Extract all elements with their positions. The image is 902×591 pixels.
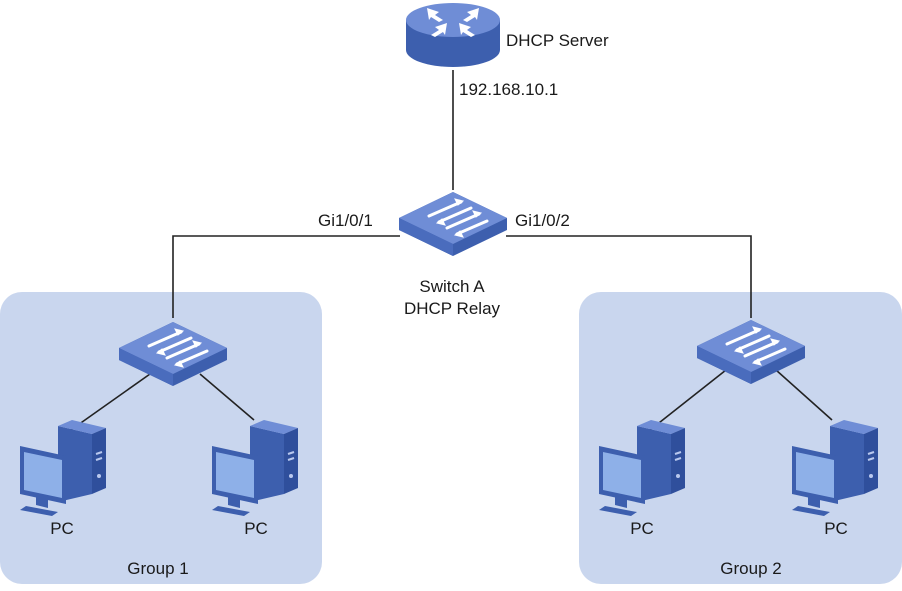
router-icon [406,3,500,67]
connection-lines [67,70,833,433]
link-switch-a-group-2 [506,235,752,318]
group-1-pc-1-label: PC [50,519,74,538]
switch-a-name: Switch A [419,277,485,296]
link-g1-switch-pc2 [199,373,255,421]
server-ip: 192.168.10.1 [459,80,558,99]
group-1-pc-2-label: PC [244,519,268,538]
group-2-label: Group 2 [720,559,781,578]
switch-a-role: DHCP Relay [404,299,501,318]
link-g2-switch-pc1 [649,369,727,431]
group-1-label: Group 1 [127,559,188,578]
link-switch-a-group-1 [172,235,400,318]
port-gi1-0-1-label: Gi1/0/1 [318,211,373,230]
group-2-pc-1-label: PC [630,519,654,538]
switch-a-icon [397,190,509,258]
port-gi1-0-2-label: Gi1/0/2 [515,211,570,230]
server-label: DHCP Server [506,31,609,50]
link-g2-switch-pc2 [775,369,833,421]
group-2-pc-2-label: PC [824,519,848,538]
